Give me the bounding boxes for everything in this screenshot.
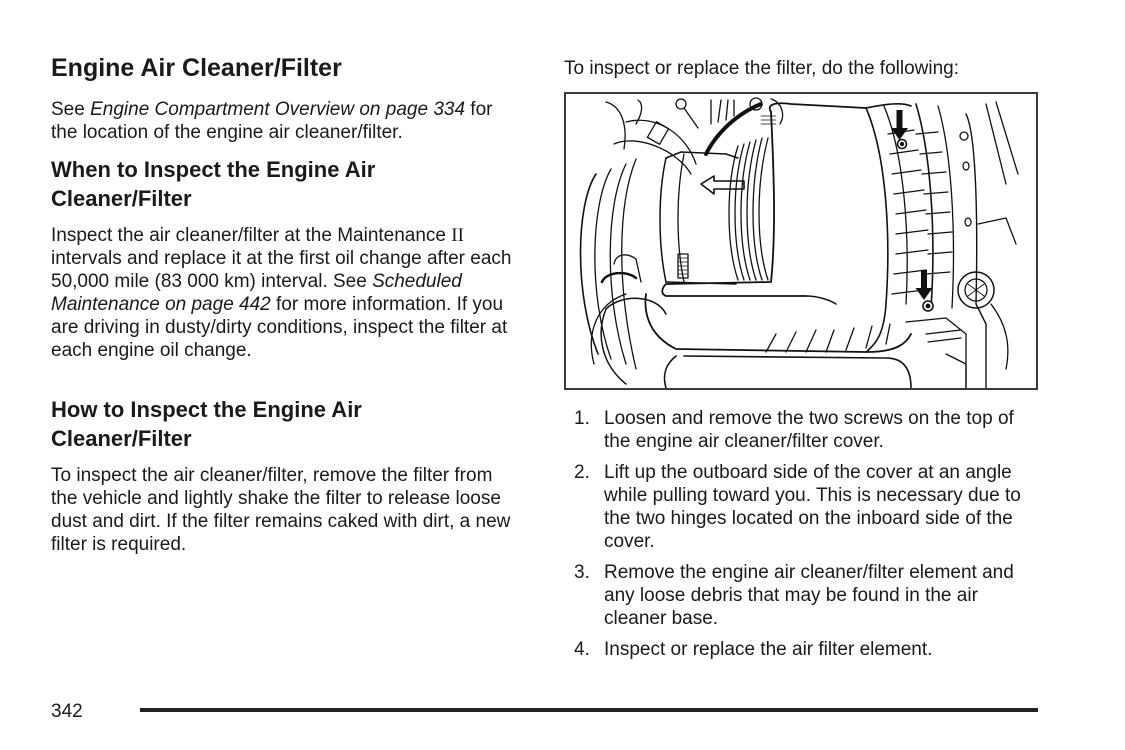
procedure-step: 2. Lift up the outboard side of the cover… <box>564 461 1044 553</box>
when-text-2: intervals and replace it at the first oi… <box>51 248 512 292</box>
air-cleaner-diagram-icon <box>579 97 1019 388</box>
step-text: Inspect or replace the air filter elemen… <box>604 639 933 660</box>
procedure-steps: 1. Loosen and remove the two screws on th… <box>564 407 1044 669</box>
step-number: 3. <box>574 562 590 583</box>
step-text: Remove the engine air cleaner/filter ele… <box>604 562 1014 629</box>
section-title: Engine Air Cleaner/Filter <box>51 54 342 82</box>
step-text: Loosen and remove the two screws on the … <box>604 408 1014 452</box>
procedure-intro: To inspect or replace the filter, do the… <box>564 58 960 79</box>
intro-paragraph: See Engine Compartment Overview on page … <box>51 98 521 144</box>
scheduled-maintenance-link[interactable]: Scheduled Maintenance on page 442 <box>51 271 462 315</box>
maintenance-ii-symbol: II <box>451 225 464 246</box>
screw-arrow-top-icon <box>891 110 908 140</box>
how-to-inspect-paragraph: To inspect the air cleaner/filter, remov… <box>51 465 511 555</box>
when-to-inspect-heading: When to Inspect the Engine Air Cleaner/F… <box>51 157 376 211</box>
intro-prefix: See <box>51 99 91 120</box>
step-number: 2. <box>574 462 590 483</box>
when-text-1: Inspect the air cleaner/filter at the Ma… <box>51 225 452 246</box>
engine-compartment-link[interactable]: Engine Compartment Overview on page 334 <box>90 99 466 120</box>
procedure-step: 4. Inspect or replace the air filter elem… <box>564 638 1044 661</box>
screw-arrow-bottom-icon <box>915 270 933 300</box>
step-number: 4. <box>574 639 590 660</box>
engine-air-cleaner-illustration <box>564 92 1038 390</box>
procedure-step: 1. Loosen and remove the two screws on th… <box>564 407 1044 453</box>
when-text-3: for more information. If you are driving… <box>51 294 508 361</box>
when-to-inspect-paragraph: Inspect the air cleaner/filter at the Ma… <box>51 224 513 362</box>
procedure-step: 3. Remove the engine air cleaner/filter e… <box>564 561 1044 630</box>
intro-suffix: for the location of the engine air clean… <box>51 99 493 143</box>
step-number: 1. <box>574 408 590 429</box>
how-to-inspect-heading: How to Inspect the Engine Air Cleaner/Fi… <box>51 397 362 451</box>
footer-rule <box>140 708 1038 712</box>
step-text: Lift up the outboard side of the cover a… <box>604 462 1021 552</box>
page-number: 342 <box>51 701 83 722</box>
